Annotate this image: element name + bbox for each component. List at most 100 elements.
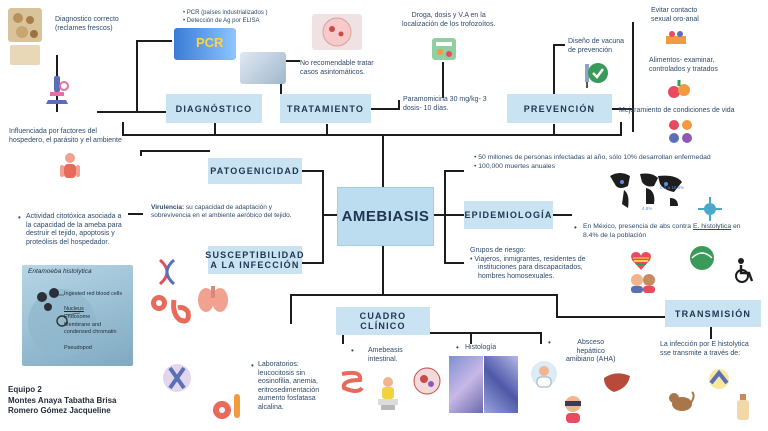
pcr-line-1-text: PCR (países industrializados ) [186,10,268,16]
intestinal-bullet: • [351,346,354,355]
no-rec-line-2: casos asintomáticos. [300,68,365,76]
entamoeba-micrograph: Entamoeba histolytica Ingested red blood… [22,265,133,366]
stool-sample-photo [8,8,42,42]
node-tratamiento[interactable]: TRATAMIENTO [280,94,371,123]
epi-stat-1-text: 50 millones de personas infectadas al añ… [478,154,711,161]
cito-line-1: Actividad citotóxica asociada a [26,213,122,220]
epi-stats: • 50 millones de personas infectadas al … [474,154,711,171]
petri-dish-art [322,17,352,47]
syringe-icon [585,64,589,88]
team-line-3: Romero Gómez Jacqueline [8,406,111,415]
histology-image-1 [449,356,483,413]
pcr-line-2-text: Detección de Ag por ELISA [186,18,260,24]
pcr-image: PCR [174,28,236,60]
hands-icon [709,369,729,389]
alimentos-line-1: Alimentos- examinar, [649,57,715,64]
riesgo-line-2: instituciones para discapacitados, [478,264,583,271]
world-map: 0.2 a 10.8% 4.8% [606,168,686,214]
citotoxica-text: Actividad citotóxica asociada a la capac… [26,213,134,247]
pills-icon [432,38,456,60]
absceso-line-1: Absceso [577,339,605,346]
node-susceptibilidad-label-2: A LA INFECCIÓN [210,260,300,270]
paro-line-2: dosis- 10 días. [403,104,449,112]
dna-icon [158,258,176,286]
absceso-line-3: amibiano (AHA) [566,356,616,363]
diag-correct-line-2: (reclames frescos) [55,24,113,32]
node-cuadro-label-1: CUADRO [359,311,407,321]
petri-dish-photo [312,14,362,50]
alimentos-line-2: controlados y tratados [649,65,718,73]
paromomicina-text: Paramomicina 30 mg/kg- 3 dosis- 10 días. [403,96,487,113]
central-title: AMEBIASIS [341,208,430,225]
lab-line-2: leucocitosis sin [258,369,306,377]
node-patogenicidad[interactable]: PATOGENICIDAD [208,158,302,184]
lab-line-4: eritrosedimentación [258,386,320,394]
mexico-line-2: 8.4% de la población [583,231,647,239]
contacto-text: Evitar contacto sexual oro-anal [651,7,699,24]
pcr-line-2: • Detección de Ag por ELISA [183,18,260,24]
virus-icon [151,295,167,311]
micrograph-label-5: condensed chromatin [64,329,117,335]
transmision-line-2: sse transmite a través de: [660,349,741,357]
central-node-amebiasis[interactable]: AMEBIASIS [337,187,434,246]
mexico-line-1-end: en [731,223,741,230]
cito-line-2: la capacidad de la ameba para [26,221,122,229]
virulencia-line-1: Virulencia: su capacidad de adaptación y [151,204,326,212]
node-epidemiologia[interactable]: EPIDEMIOLOGÍA [464,201,553,229]
node-cuadro-label-2: CLÍNICO [360,321,406,331]
mexico-link-ehistolytica[interactable]: E. histolytica [692,223,732,230]
vacuna-text: Diseño de vacuna de prevención [568,38,624,55]
absceso-bullet: • [548,338,551,347]
factores-line-1: Influenciada por factores del [9,128,97,135]
bed-icon [666,31,686,44]
node-transmision[interactable]: TRANSMISIÓN [665,300,761,327]
doctor-icon [531,361,557,388]
transmision-text: La infección por E histolytica sse trans… [660,341,749,358]
world-map-art [610,173,682,208]
absceso-line-2: hepáttico [576,347,605,355]
virulencia-label: Virulencia: [151,204,185,211]
node-diagnostico[interactable]: DIAGNÓSTICO [166,94,262,123]
epi-stat-1: • 50 millones de personas infectadas al … [474,154,711,161]
micrograph-label-6: Pseudopod [64,345,92,351]
pcr-text: • PCR (países industrializados ) • Detec… [183,9,267,25]
diagnostico-correcto-text: Diagnostico correcto (reclames frescos) [55,16,119,33]
node-susceptibilidad[interactable]: SUSCEPTIBILIDAD A LA INFECCIÓN [205,246,304,274]
paro-line-1: Paramomicina 30 mg/kg- 3 [403,96,487,103]
droga-text: Droga, dosis y V.A en la localización de… [402,12,495,29]
riesgo-line-1: • Viajeros, inmigrantes, residentes de [470,255,586,263]
node-patogenicidad-label: PATOGENICIDAD [210,166,300,176]
intestine-icon [341,370,364,393]
lab-line-5: aumento fosfatasa [258,395,316,402]
vacuna-line-2: de prevención [568,46,612,54]
alimentos-text: Alimentos- examinar, controlados y trata… [649,57,718,74]
riesgo-text: Grupos de riesgo: • Viajeros, inmigrante… [470,247,598,281]
histologia-bullet: • [456,343,459,352]
lab-text: Laboratorios: leucocitosis sin eosinofil… [258,361,332,412]
lab-line-6: alcalina. [258,403,284,411]
stool-sample-photo-art [13,13,38,38]
test-tubes-icon [213,394,240,419]
virulencia-text: Virulencia: su capacidad de adaptación y… [151,204,326,220]
epi-stat-2-text: 100,000 muertes anuales [478,162,555,170]
pcr-line-1: • PCR (países industrializados ) [183,10,268,16]
map-label-2: 4.8% [642,206,653,211]
stomach-icon [171,299,191,324]
mexico-line-1: En México, presencia de abs contra E. hi… [583,223,741,232]
no-recomendable-text: No recomendable tratar casos asintomátic… [300,60,374,77]
node-prevencion[interactable]: PREVENCIÓN [507,94,612,123]
riesgo-title: Grupos de riesgo: [470,247,526,254]
micrograph-label-4: Membrane and [64,322,101,328]
lungs-icon [198,286,228,312]
factores-text: Influenciada por factores del hospedero,… [9,128,135,145]
map-label-1: 0.2 a 10.8% [660,185,685,190]
node-cuadro-clinico[interactable]: CUADRO CLÍNICO [336,307,430,335]
contacto-line-1: Evitar contacto [651,7,698,14]
vegetables-icon [668,80,690,98]
contacto-line-2: sexual oro-anal [651,15,699,23]
pathogen-microscope-icon [413,367,441,395]
node-prevencion-label: PREVENCIÓN [523,103,596,114]
intestinal-line-1: Amebeasis [368,347,403,354]
histology-image-2 [484,356,518,413]
node-transmision-label: TRANSMISIÓN [674,308,752,319]
